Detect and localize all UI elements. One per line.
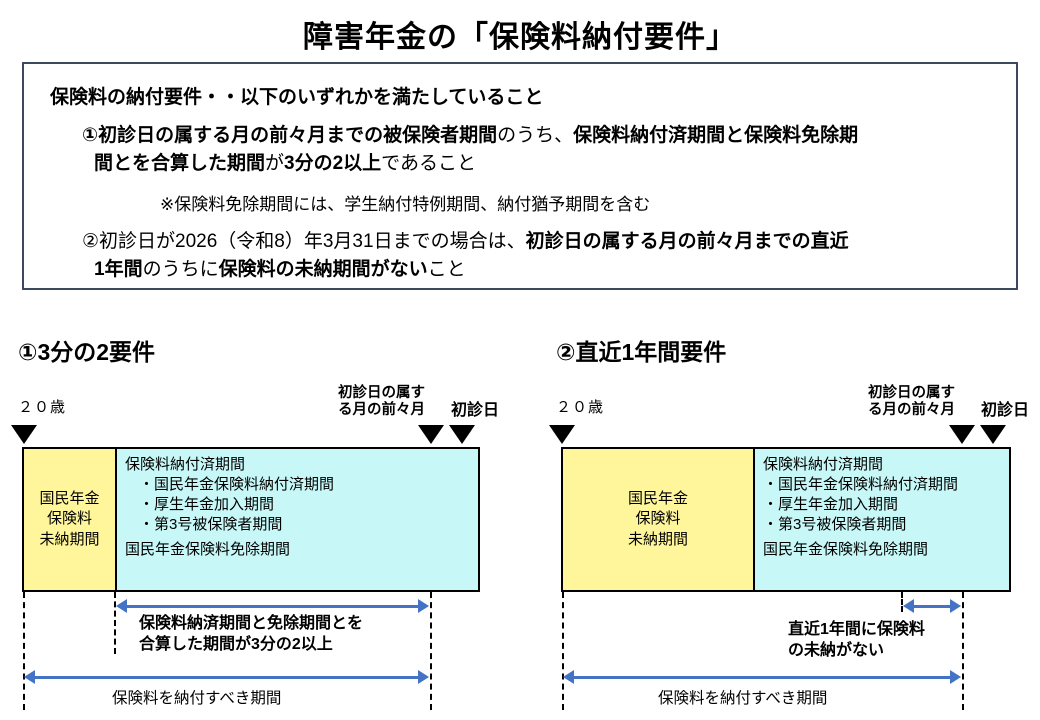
right-arrow-one-year-head-left (903, 599, 914, 613)
left-arrow-payable-head-right (418, 670, 429, 684)
left-timeline-bar: 国民年金 保険料 未納期間 保険料納付済期間 ・国民年金保険料納付済期間 ・厚生… (22, 447, 480, 592)
requirement-box: 保険料の納付要件・・以下のいずれかを満たしていること ①初診日の属する月の前々月… (22, 62, 1018, 290)
left-paid-item-0: ・国民年金保険料納付済期間 (139, 475, 335, 493)
left-paid-period-cell: 保険料納付済期間 ・国民年金保険料納付済期間 ・厚生年金加入期間 ・第3号被保険… (115, 449, 478, 590)
right-tick-label-age20: ２０歳 (556, 399, 605, 416)
left-paid-item-1: ・厚生年金加入期間 (139, 495, 275, 513)
right-paid-item-1: ・厚生年金加入期間 (763, 495, 899, 513)
right-arrow-one-year-caption: 直近1年間に保険料 の未納がない (788, 620, 925, 662)
right-exempt-label: 国民年金保険料免除期間 (763, 540, 929, 558)
left-tick-l1: 初診日の属す (338, 385, 425, 401)
right-paid-item-2: ・第3号被保険者期間 (763, 515, 907, 533)
left-arrow-two-thirds-line (126, 605, 419, 608)
right-arrow-payable-line (573, 676, 951, 679)
right-paid-item-0: ・国民年金保険料納付済期間 (763, 475, 959, 493)
requirement-item-1: ①初診日の属する月の前々月までの被保険者期間のうち、保険料納付済期間と保険料免除… (82, 122, 1012, 177)
req2-seg-a: ②初診日が2026（令和8）年3月31日までの場合は、 (82, 231, 526, 252)
right-arrow-payable-head-left (563, 670, 574, 684)
req2-seg-d: のうちに (142, 258, 219, 280)
right-dashed-line-one-year-start (901, 592, 903, 612)
left-arrow-two-thirds-caption: 保険料納済期間と免除期間とを 合算した期間が3分の2以上 (139, 614, 363, 656)
right-tick-l1: 初診日の属す (868, 385, 955, 401)
left-tick-label-first-visit: 初診日 (451, 402, 500, 419)
left-tick-label-age20: ２０歳 (18, 399, 67, 416)
req1-seg-c: 保険料納付済期間と保険料免除期 (573, 125, 859, 146)
left-arrow-two-thirds-head-right (418, 599, 429, 613)
right-tick-l2: る月の前々月 (868, 401, 955, 418)
right-paid-period-cell: 保険料納付済期間 ・国民年金保険料納付済期間 ・厚生年金加入期間 ・第3号被保険… (753, 449, 1009, 590)
left-arrow-two-thirds-head-left (116, 599, 127, 613)
page-title: 障害年金の「保険料納付要件」 (303, 21, 737, 54)
req1-seg-d: 間とを合算した期間 (94, 152, 266, 174)
left-paid-item-2: ・第3号被保険者期間 (139, 515, 283, 533)
req2-seg-f: こと (427, 258, 466, 280)
right-unpaid-l2: 保険料 (635, 510, 681, 528)
right-marker-triangle-age20 (549, 425, 575, 444)
req1-seg-a: ①初診日の属する月の前々月までの被保険者期間 (82, 125, 498, 146)
right-tick-label-first-visit: 初診日 (981, 402, 1030, 419)
left-marker-triangle-first-visit (449, 425, 475, 444)
req2-seg-c: 1年間 (94, 258, 143, 280)
right-dashed-line-two-months-before (962, 592, 964, 710)
req2-seg-e: 保険料の未納期間がない (218, 258, 428, 280)
requirement-note: ※保険料免除期間には、学生納付特例期間、納付猶予期間を含む (160, 195, 651, 214)
requirement-heading: 保険料の納付要件・・以下のいずれかを満たしていること (50, 87, 544, 108)
left-arrow-payable-caption: 保険料を納付すべき期間 (112, 690, 282, 707)
right-arrow-payable-head-right (950, 670, 961, 684)
left-dashed-line-age20 (23, 592, 25, 710)
section-heading-two-thirds: ①3分の2要件 (18, 339, 156, 365)
requirement-item-2: ②初診日が2026（令和8）年3月31日までの場合は、初診日の属する月の前々月ま… (82, 228, 1012, 283)
req2-seg-b: 初診日の属する月の前々月までの直近 (525, 231, 849, 252)
section-heading-recent-year: ②直近1年間要件 (556, 339, 727, 365)
right-paid-title: 保険料納付済期間 (763, 456, 884, 473)
left-dashed-line-two-months-before (430, 592, 432, 710)
right-cap-l2: の未納がない (788, 641, 885, 659)
left-cap-l2: 合算した期間が3分の2以上 (139, 635, 333, 653)
right-unpaid-period-cell: 国民年金 保険料 未納期間 (563, 449, 753, 590)
left-marker-triangle-two-months-before (418, 425, 444, 444)
left-arrow-payable-head-left (24, 670, 35, 684)
req1-seg-g: であること (381, 152, 476, 174)
left-unpaid-period-cell: 国民年金 保険料 未納期間 (24, 449, 115, 590)
right-unpaid-l1: 国民年金 (627, 490, 688, 508)
req1-seg-b: のうち、 (497, 125, 574, 146)
req1-seg-f: 3分の2以上 (284, 152, 382, 174)
right-unpaid-l3: 未納期間 (627, 530, 688, 548)
right-marker-triangle-first-visit (980, 425, 1006, 444)
left-dashed-line-paid-start (114, 592, 116, 654)
right-arrow-one-year-head-right (950, 599, 961, 613)
left-tick-label-two-months-before: 初診日の属す る月の前々月 (338, 385, 425, 418)
left-arrow-payable-line (34, 676, 419, 679)
right-marker-triangle-two-months-before (949, 425, 975, 444)
right-cap-l1: 直近1年間に保険料 (788, 621, 925, 638)
right-arrow-payable-caption: 保険料を納付すべき期間 (658, 690, 828, 707)
right-timeline-bar: 国民年金 保険料 未納期間 保険料納付済期間 ・国民年金保険料納付済期間 ・厚生… (561, 447, 1011, 592)
right-arrow-one-year-line (912, 605, 952, 608)
left-paid-title: 保険料納付済期間 (125, 456, 246, 473)
left-cap-l1: 保険料納済期間と免除期間とを (139, 615, 364, 632)
left-unpaid-l2: 保険料 (46, 510, 92, 528)
left-marker-triangle-age20 (11, 425, 37, 444)
left-unpaid-l3: 未納期間 (39, 530, 100, 548)
right-dashed-line-age20 (562, 592, 564, 710)
left-exempt-label: 国民年金保険料免除期間 (125, 540, 291, 558)
left-unpaid-l1: 国民年金 (39, 490, 100, 508)
left-tick-l2: る月の前々月 (338, 401, 425, 418)
req1-seg-e: が (265, 152, 285, 174)
right-tick-label-two-months-before: 初診日の属す る月の前々月 (868, 385, 955, 418)
